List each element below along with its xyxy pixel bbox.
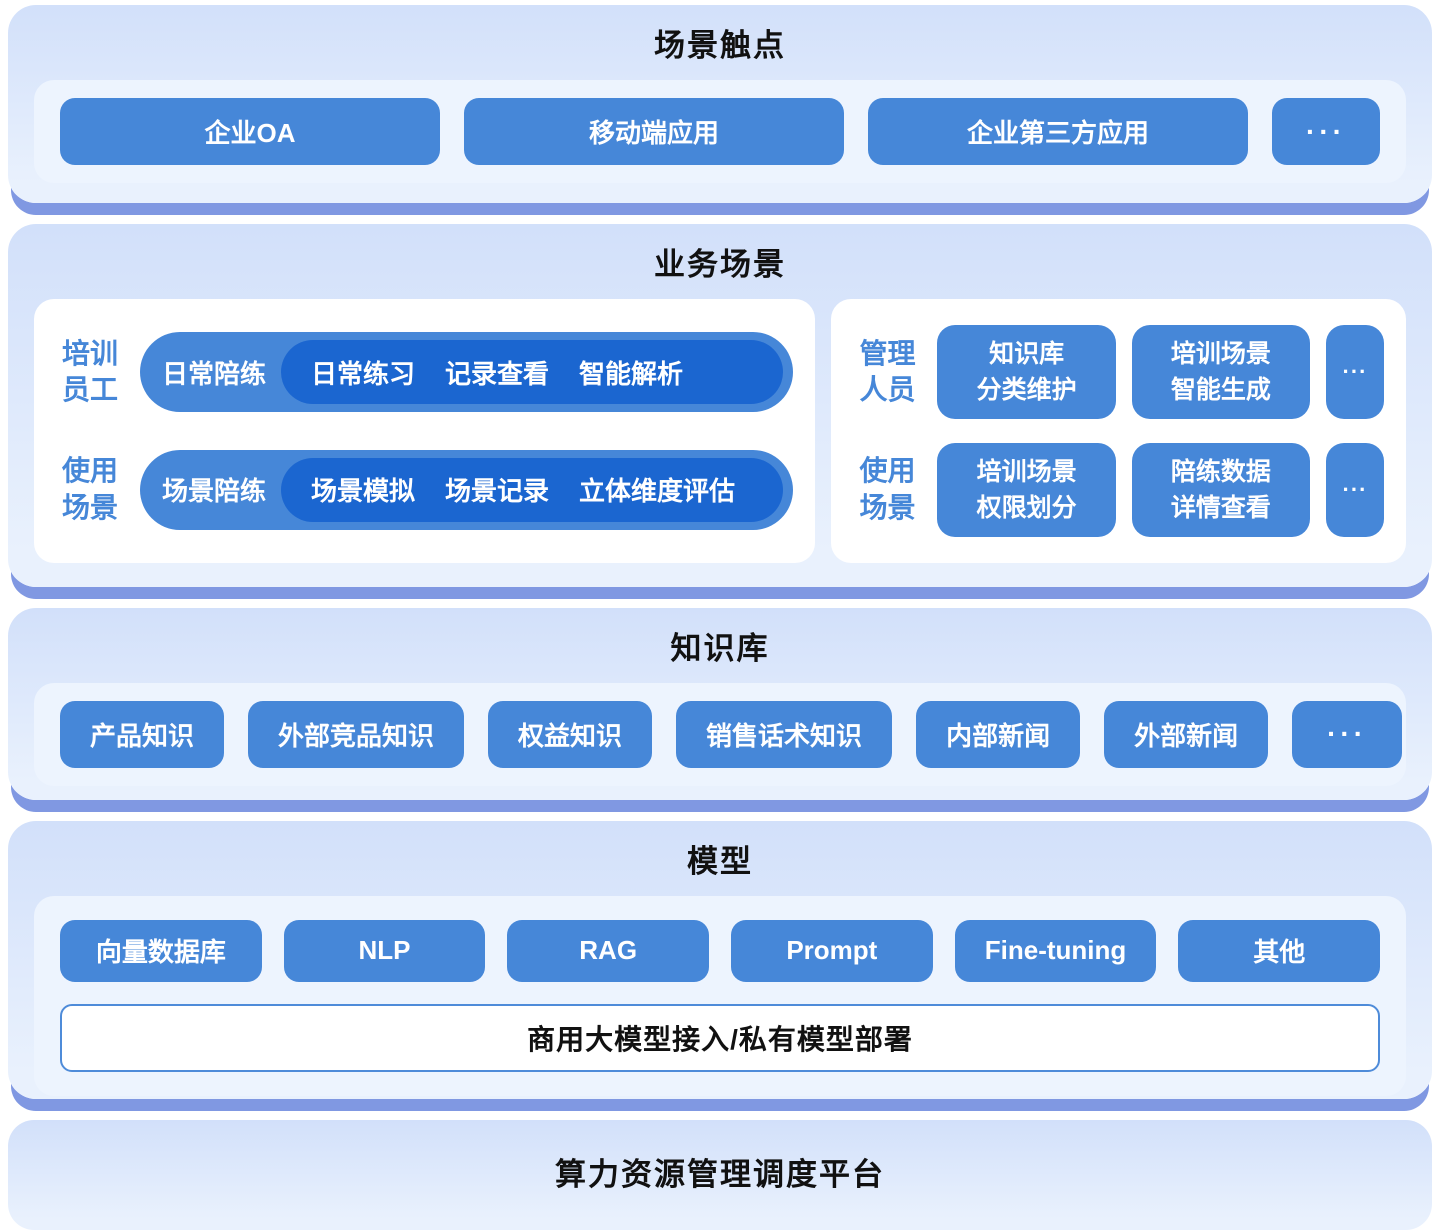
knowledge-benefits-chip: 权益知识 bbox=[488, 700, 653, 768]
layer-computing-platform: 算力资源管理调度平台 bbox=[8, 1119, 1432, 1230]
section-title-touchpoints: 场景触点 bbox=[654, 28, 786, 63]
knowledge-product-chip: 产品知识 bbox=[60, 700, 225, 768]
layer-knowledge-base: 知识库 产品知识 外部竞品知识 权益知识 销售话术知识 内部新闻 外部新闻 ··… bbox=[8, 607, 1432, 800]
panel-managers: 管理 人员 知识库 分类维护 培训场景 智能生成 ··· 使用 场景 培训场景 … bbox=[831, 299, 1406, 563]
manager-row-1: 管理 人员 知识库 分类维护 培训场景 智能生成 ··· bbox=[853, 325, 1385, 419]
model-box: 向量数据库 NLP RAG Prompt Fine-tuning 其他 商用大模… bbox=[34, 895, 1406, 1096]
manager-row-1-label: 管理 人员 bbox=[859, 337, 916, 406]
model-rag-chip: RAG bbox=[507, 919, 710, 982]
scene-practice-pill-items: 场景模拟 场景记录 立体维度评估 bbox=[281, 457, 784, 522]
scene-permission-chip: 培训场景 权限划分 bbox=[937, 442, 1116, 537]
manager-row-2-more-ellipsis: ··· bbox=[1326, 442, 1385, 537]
model-prompt-chip: Prompt bbox=[731, 919, 933, 982]
practice-data-detail-chip: 陪练数据 详情查看 bbox=[1131, 442, 1311, 537]
model-other-chip: 其他 bbox=[1178, 919, 1381, 982]
knowledge-sales-script-chip: 销售话术知识 bbox=[676, 700, 893, 768]
section-title-business: 业务场景 bbox=[654, 247, 786, 282]
touchpoint-third-party-app: 企业第三方应用 bbox=[868, 98, 1248, 166]
daily-practice-pill-label: 日常陪练 bbox=[162, 358, 267, 389]
scene-practice-pill: 场景陪练 场景模拟 场景记录 立体维度评估 bbox=[140, 449, 794, 530]
daily-practice-item: 日常练习 bbox=[311, 358, 416, 389]
training-row-scene: 使用 场景 场景陪练 场景模拟 场景记录 立体维度评估 bbox=[56, 443, 794, 537]
manager-row-2: 使用 场景 培训场景 权限划分 陪练数据 详情查看 ··· bbox=[853, 442, 1385, 537]
model-nlp-chip: NLP bbox=[283, 919, 486, 982]
knowledge-more-ellipsis: ··· bbox=[1292, 700, 1403, 768]
layer-business-scenarios: 业务场景 培训 员工 日常陪练 日常练习 记录查看 智能解析 使用 场景 场景陪… bbox=[8, 224, 1432, 587]
daily-practice-item: 智能解析 bbox=[579, 358, 684, 389]
touchpoint-mobile-app: 移动端应用 bbox=[464, 98, 844, 166]
scene-practice-item: 立体维度评估 bbox=[579, 476, 736, 507]
training-row-daily-label: 培训 员工 bbox=[61, 337, 118, 406]
touchpoints-more-ellipsis: ··· bbox=[1272, 98, 1380, 166]
touchpoints-row: 企业OA 移动端应用 企业第三方应用 ··· bbox=[34, 80, 1406, 184]
scene-practice-pill-label: 场景陪练 bbox=[162, 476, 267, 507]
section-title-knowledge: 知识库 bbox=[670, 630, 770, 666]
training-row-daily: 培训 员工 日常陪练 日常练习 记录查看 智能解析 bbox=[56, 325, 794, 419]
section-title-model: 模型 bbox=[687, 843, 753, 879]
model-deployment-bar: 商用大模型接入/私有模型部署 bbox=[60, 1003, 1380, 1072]
layer-model: 模型 向量数据库 NLP RAG Prompt Fine-tuning 其他 商… bbox=[8, 820, 1432, 1099]
kb-category-maintenance-chip: 知识库 分类维护 bbox=[937, 325, 1116, 419]
layer-scene-touchpoints: 场景触点 企业OA 移动端应用 企业第三方应用 ··· bbox=[8, 5, 1432, 203]
panel-training-staff: 培训 员工 日常陪练 日常练习 记录查看 智能解析 使用 场景 场景陪练 场景模… bbox=[34, 299, 816, 563]
manager-row-2-label: 使用 场景 bbox=[859, 455, 916, 523]
daily-practice-pill: 日常陪练 日常练习 记录查看 智能解析 bbox=[140, 332, 794, 413]
training-row-scene-label: 使用 场景 bbox=[61, 455, 118, 523]
daily-practice-pill-items: 日常练习 记录查看 智能解析 bbox=[281, 340, 784, 405]
model-vector-db-chip: 向量数据库 bbox=[60, 919, 262, 982]
touchpoint-enterprise-oa: 企业OA bbox=[60, 98, 440, 166]
manager-row-1-more-ellipsis: ··· bbox=[1326, 325, 1385, 419]
knowledge-competitor-chip: 外部竞品知识 bbox=[248, 700, 465, 768]
knowledge-internal-news-chip: 内部新闻 bbox=[916, 700, 1081, 768]
knowledge-external-news-chip: 外部新闻 bbox=[1104, 700, 1269, 768]
scene-practice-item: 场景模拟 bbox=[311, 476, 416, 507]
business-panels: 培训 员工 日常陪练 日常练习 记录查看 智能解析 使用 场景 场景陪练 场景模… bbox=[34, 299, 1406, 563]
scene-practice-item: 场景记录 bbox=[445, 476, 550, 507]
daily-practice-item: 记录查看 bbox=[445, 358, 550, 389]
training-scene-generation-chip: 培训场景 智能生成 bbox=[1131, 325, 1311, 419]
model-fine-tuning-chip: Fine-tuning bbox=[954, 919, 1157, 982]
section-title-platform: 算力资源管理调度平台 bbox=[555, 1157, 885, 1193]
model-row: 向量数据库 NLP RAG Prompt Fine-tuning 其他 bbox=[60, 919, 1381, 982]
knowledge-row: 产品知识 外部竞品知识 权益知识 销售话术知识 内部新闻 外部新闻 ··· bbox=[34, 682, 1406, 786]
